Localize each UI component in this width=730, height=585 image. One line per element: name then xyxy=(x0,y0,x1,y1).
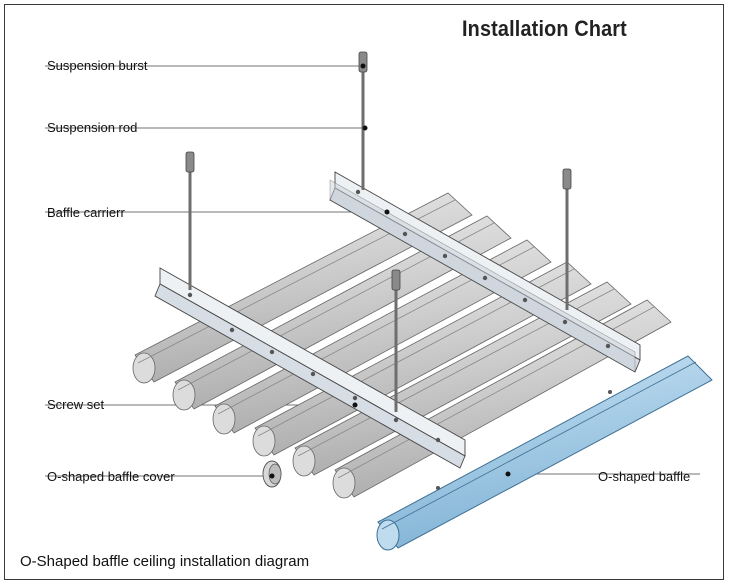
suspension-burst xyxy=(185,151,195,173)
label-suspension-rod: Suspension rod xyxy=(47,120,138,135)
suspension-burst xyxy=(562,168,572,190)
grey-tubes xyxy=(132,192,672,499)
screw xyxy=(402,231,408,237)
o-shaped-baffle-cover xyxy=(262,460,282,488)
diagram-caption: O-Shaped baffle ceiling installation dia… xyxy=(20,553,310,570)
label-baffle-cover: O-shaped baffle cover xyxy=(47,469,175,484)
screw xyxy=(442,253,448,259)
screw xyxy=(310,371,316,377)
screw xyxy=(229,327,235,333)
grey-tube xyxy=(212,239,552,435)
grey-tube xyxy=(332,299,672,499)
grey-tube xyxy=(172,215,512,411)
screw xyxy=(393,417,399,423)
suspension-bursts xyxy=(185,51,572,291)
screw xyxy=(435,437,441,443)
screw xyxy=(482,275,488,281)
suspension-burst xyxy=(391,269,401,291)
suspension-burst xyxy=(358,51,368,73)
screw xyxy=(355,189,361,195)
screw xyxy=(562,319,568,325)
o-shaped-baffle xyxy=(376,355,713,551)
label-screw-set: Screw set xyxy=(47,397,105,412)
screw xyxy=(605,343,611,349)
label-baffle: O-shaped baffle xyxy=(598,469,691,484)
back-carrier-screws xyxy=(355,189,611,349)
screw xyxy=(269,349,275,355)
rod-dots xyxy=(352,63,390,408)
leader-lines xyxy=(45,65,700,477)
label-baffle-carrier: Baffle carrierr xyxy=(47,205,125,220)
screw xyxy=(522,297,528,303)
grey-tube xyxy=(252,261,592,457)
chart-title: Installation Chart xyxy=(462,16,627,41)
front-carrier-screws xyxy=(187,292,441,443)
label-suspension-burst: Suspension burst xyxy=(47,58,148,73)
screw xyxy=(187,292,193,298)
screw xyxy=(352,395,358,401)
suspension-rods xyxy=(188,58,569,412)
